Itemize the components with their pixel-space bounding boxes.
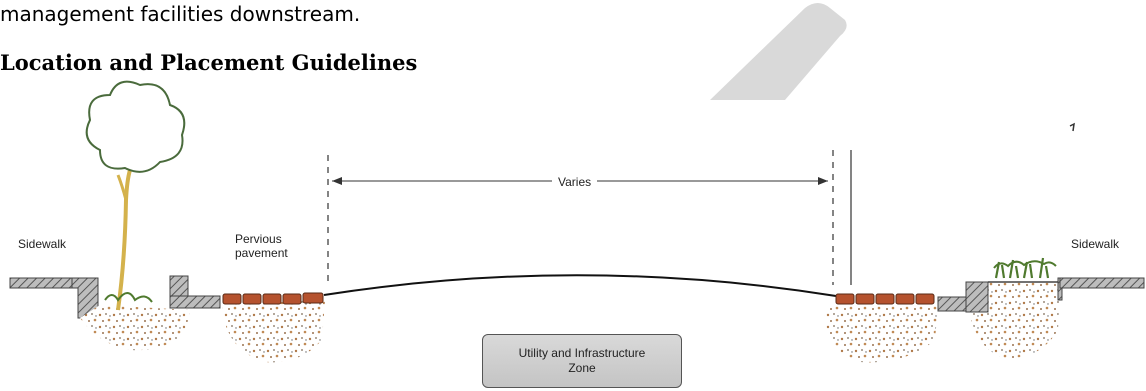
section-heading: Location and Placement Guidelines: [0, 50, 418, 75]
tree-icon: [85, 80, 186, 311]
decorative-swoosh-icon: [710, 3, 847, 100]
label-pervious-line2: pavement: [235, 246, 288, 260]
utility-zone-box: Utility and Infrastructure Zone: [482, 334, 682, 388]
label-sidewalk-left: Sidewalk: [18, 237, 67, 251]
right-sidewalk-slab: [1059, 277, 1145, 289]
grass-plants-icon: [993, 257, 1057, 279]
zone-label-line1: Utility and Infrastructure: [518, 346, 646, 360]
bird-icon: [1069, 122, 1075, 132]
left-planter-curb: [71, 275, 221, 319]
varies-dimension: [327, 150, 852, 285]
body-text-line: management facilities downstream.: [0, 2, 361, 26]
right-pervious-pavers: [835, 293, 935, 305]
label-pervious-pavement: Pervious pavement: [235, 232, 288, 260]
left-pervious-pavers: [222, 292, 324, 305]
label-sidewalk-right: Sidewalk: [1071, 237, 1120, 251]
right-planter-curb: [937, 277, 1081, 313]
left-sidewalk-slab: [9, 277, 73, 289]
label-varies: Varies: [552, 175, 598, 189]
left-soil-area: [80, 300, 325, 363]
label-pervious-line1: Pervious: [235, 232, 282, 246]
zone-label-line2: Zone: [568, 361, 596, 375]
right-soil-area: [824, 282, 1060, 363]
road-crown-line: [323, 274, 837, 297]
